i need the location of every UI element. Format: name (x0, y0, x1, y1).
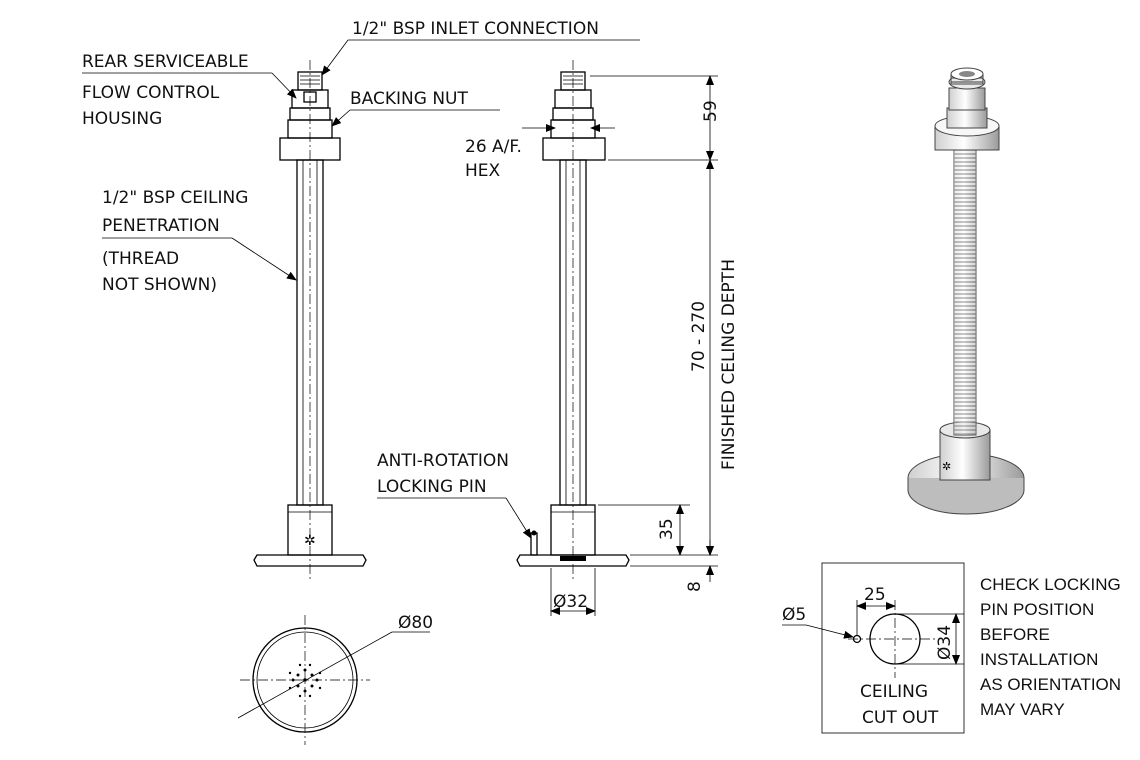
depth-label-2: FINISHED CELING DEPTH (719, 259, 739, 470)
plate-thickness-dim: 8 (685, 581, 705, 592)
hex-label-1: 26 A/F. (465, 137, 522, 157)
base-diameter-dim: Ø32 (553, 592, 588, 612)
depth-label-1: 70 - 270 (689, 301, 709, 372)
ceil-pen-label-1: 1/2" BSP CEILING (102, 188, 248, 208)
inlet-label: 1/2" BSP INLET CONNECTION (352, 19, 599, 39)
note-line-6: MAY VARY (980, 700, 1065, 719)
anti-rotation-callout: ANTI-ROTATION LOCKING PIN (377, 451, 532, 539)
left-elevation-view: ✲ (253, 60, 367, 580)
cutout-label-1: CEILING (860, 682, 928, 702)
backing-nut-callout: BACKING NUT (331, 89, 500, 127)
base-height-dim: 35 (657, 518, 677, 540)
thread-label-1: (THREAD (102, 249, 179, 269)
vertical-dimensions: 59 70 - 270 FINISHED CELING DEPTH 35 8 (590, 75, 739, 592)
top-height-dim: 59 (701, 100, 721, 122)
installation-note: CHECK LOCKING PIN POSITION BEFORE INSTAL… (980, 575, 1121, 719)
spray-holes (288, 663, 322, 698)
ceiling-penetration-callout: 1/2" BSP CEILING PENETRATION (THREAD NOT… (102, 188, 297, 295)
thread-label-2: NOT SHOWN) (102, 275, 217, 295)
anti-rotation-label-2: LOCKING PIN (377, 477, 487, 497)
plan-view: Ø80 (237, 613, 433, 745)
pin-hole-dim: Ø5 (782, 605, 806, 625)
note-line-3: BEFORE (980, 625, 1050, 644)
middle-elevation-view (516, 60, 630, 580)
anti-rotation-label-1: ANTI-ROTATION (377, 451, 509, 471)
pin-offset-dim: 25 (864, 585, 886, 605)
note-line-4: INSTALLATION (980, 650, 1098, 669)
base-diameter-dimension: Ø32 (550, 568, 596, 616)
cut-diameter-dim: Ø34 (935, 625, 955, 660)
rear-housing-callout: REAR SERVICEABLE FLOW CONTROL HOUSING (82, 52, 297, 129)
hex-label-2: HEX (465, 161, 501, 181)
hex-callout: 26 A/F. HEX (465, 124, 615, 181)
rear-label-1: REAR SERVICEABLE (82, 52, 249, 72)
inlet-callout: 1/2" BSP INLET CONNECTION (321, 19, 640, 76)
ceiling-cutout-view: 25 Ø5 Ø34 CEILING CUT OUT (782, 562, 965, 734)
logo-mark: ✲ (304, 533, 316, 549)
note-line-2: PIN POSITION (980, 600, 1094, 619)
note-line-5: AS ORIENTATION (980, 675, 1121, 694)
plate-diameter-label: Ø80 (398, 613, 433, 633)
backing-nut-label: BACKING NUT (350, 89, 468, 109)
rear-label-3: HOUSING (82, 109, 162, 129)
cutout-label-2: CUT OUT (862, 708, 939, 728)
note-line-1: CHECK LOCKING (980, 575, 1121, 594)
rear-label-2: FLOW CONTROL (82, 83, 220, 103)
render-logo: ✲ (942, 460, 951, 473)
product-render: ✲ (907, 67, 1025, 515)
ceil-pen-label-2: PENETRATION (102, 216, 220, 236)
